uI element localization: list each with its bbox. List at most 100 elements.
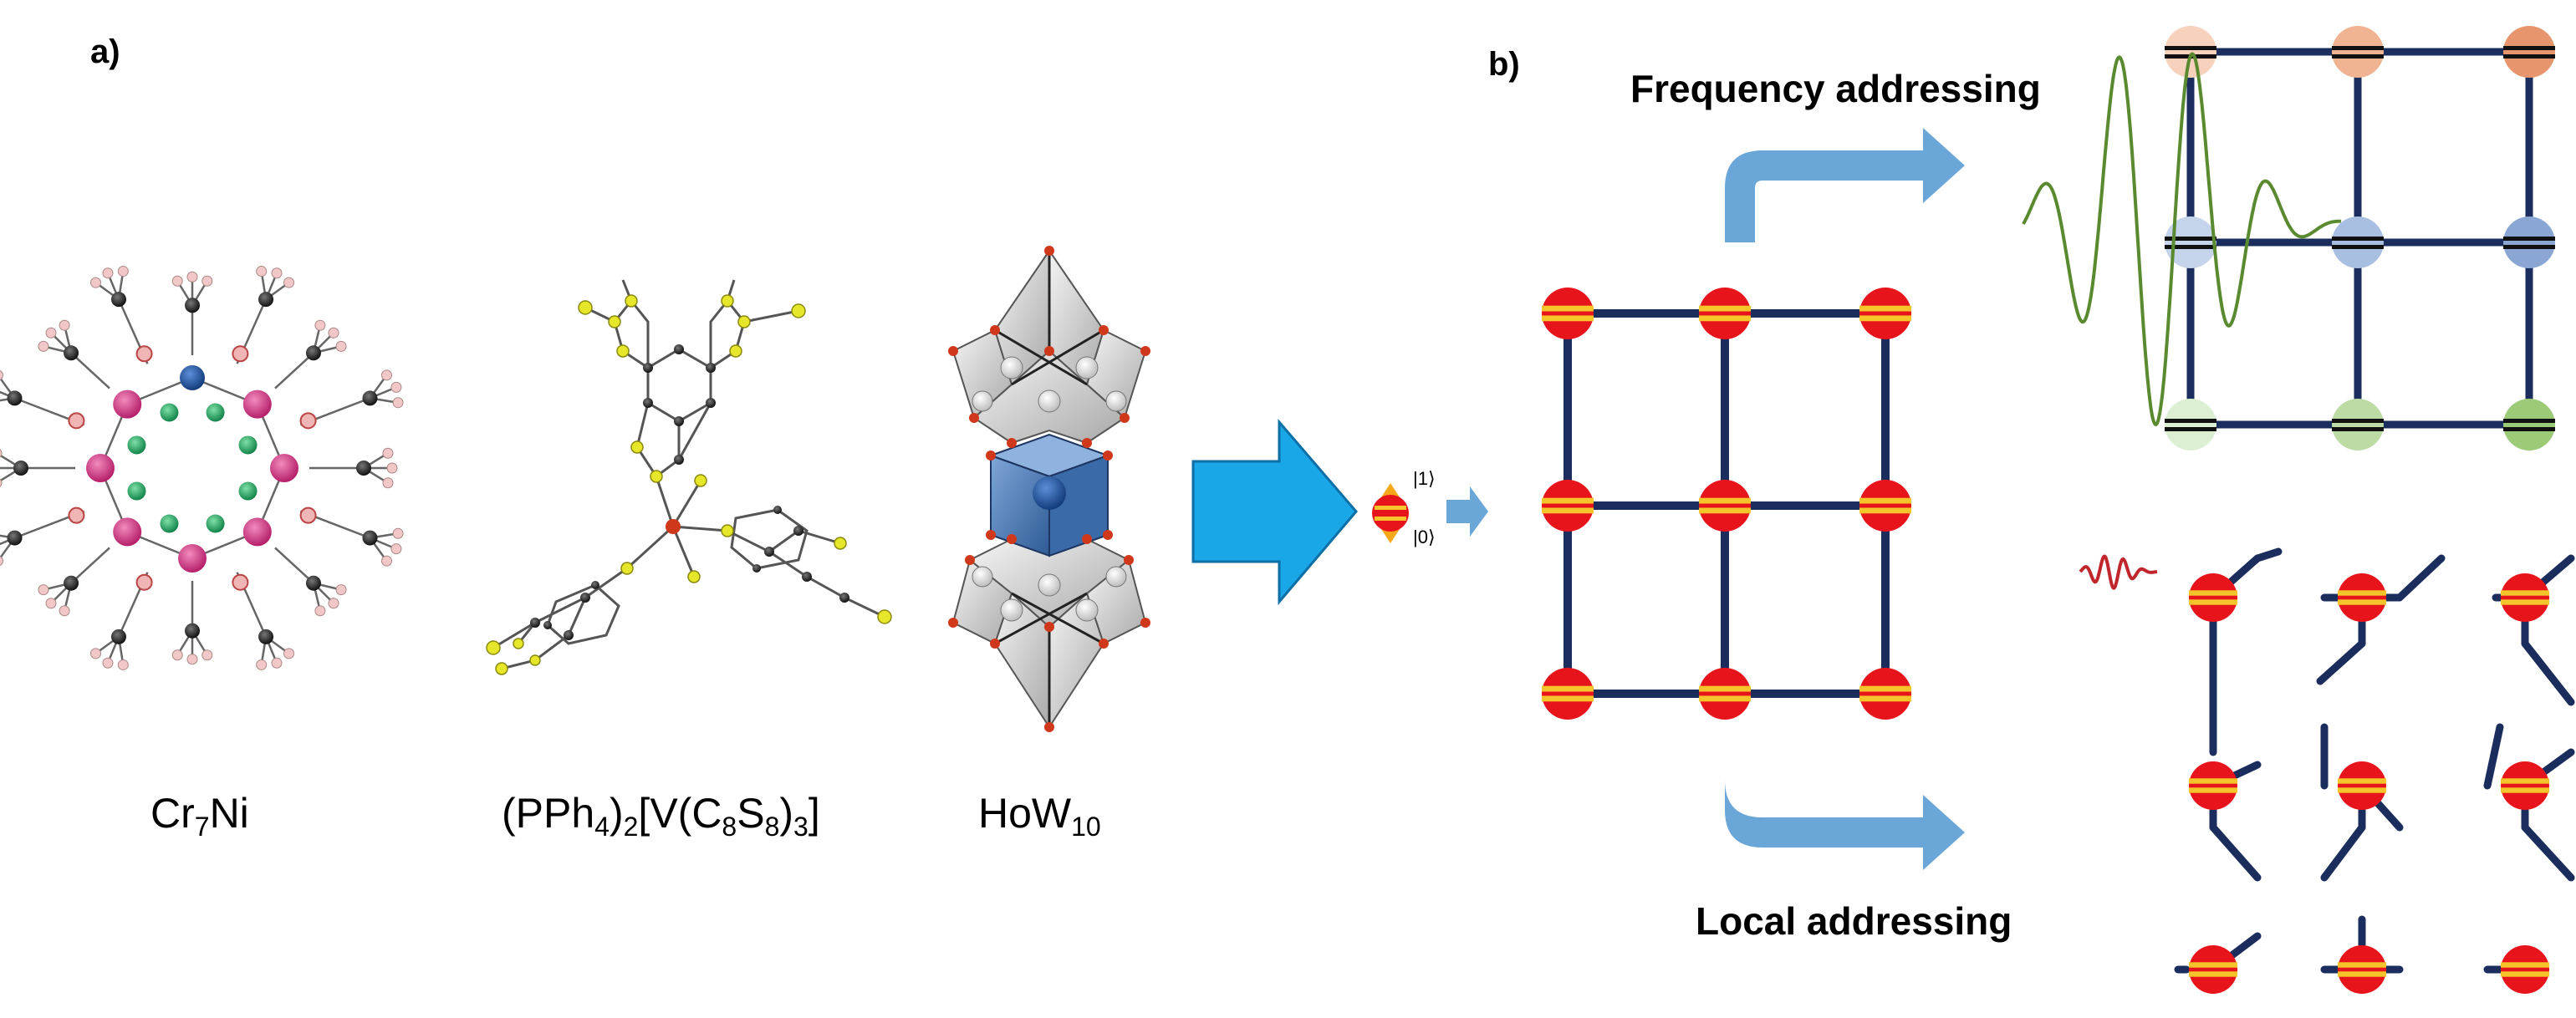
carbon-atom [185, 623, 200, 639]
molecule-name-how10: HoW10 [978, 790, 1101, 842]
hydrogen-atom [89, 277, 101, 288]
hydrogen-atom [392, 397, 404, 409]
small-right-arrow-icon [1446, 486, 1488, 537]
panel-b-label: b) [1488, 46, 1520, 83]
carbon-atom [13, 461, 28, 476]
frequency-qubit-node [2165, 26, 2216, 78]
hydrogen-atom [38, 340, 49, 352]
fluorine-atom [160, 514, 179, 533]
hydrogen-atom [335, 584, 347, 596]
hydrogen-atom [0, 556, 4, 567]
local-lattice [2174, 547, 2575, 994]
frequency-qubit-node [2503, 26, 2555, 78]
carbon-atom [258, 629, 274, 644]
oxygen-atom [299, 506, 317, 524]
hydrogen-atom [382, 477, 394, 489]
hydrogen-atom [380, 555, 392, 567]
hydrogen-atom [382, 447, 394, 459]
hydrogen-atom [102, 657, 114, 669]
oxygen-atom [135, 345, 153, 363]
hydrogen-atom [328, 598, 339, 609]
frequency-qubit-node [2165, 399, 2216, 450]
qubit-node [2189, 761, 2237, 810]
qubit-node [1699, 480, 1751, 532]
carbon-atom [110, 292, 126, 308]
hydrogen-atom [390, 543, 402, 555]
hydrogen-atom [201, 275, 213, 287]
qubit-node [2501, 945, 2549, 994]
carbon-atom [64, 345, 79, 361]
fluorine-atom [206, 403, 225, 422]
molecule-name-cr7ni: Cr7Ni [150, 790, 249, 842]
frequency-bent-arrow-icon [1725, 128, 1965, 242]
hydrogen-atom [392, 527, 404, 539]
carbon-atom [305, 345, 321, 361]
hydrogen-atom [171, 275, 183, 287]
qubit-node [1859, 480, 1911, 532]
fluorine-atom [127, 481, 146, 501]
qubit-state-upper: |1⟩ [1413, 468, 1436, 489]
hydrogen-atom [335, 340, 347, 352]
hydrogen-atom [45, 598, 57, 609]
hydrogen-atom [283, 277, 295, 288]
oxygen-atom [232, 573, 249, 591]
qubit-node [1542, 668, 1594, 720]
hydrogen-atom [59, 605, 70, 617]
qubit-node [1542, 288, 1594, 339]
fluorine-atom [127, 435, 146, 455]
hydrogen-atom [314, 319, 326, 331]
frequency-qubit-node [2165, 216, 2216, 268]
hydrogen-atom [0, 478, 3, 487]
carbon-atom [185, 298, 200, 313]
chromium-atom [270, 454, 298, 482]
carbon-atom [7, 390, 23, 406]
vanadium-dithiolene-molecule [486, 279, 892, 675]
fluorine-atom [238, 481, 258, 501]
qubit-node [1859, 668, 1911, 720]
oxygen-atom [299, 412, 317, 430]
polyoxometalate-molecule [948, 246, 1150, 732]
qubit-node [2501, 761, 2549, 810]
qubit-state-lower: |0⟩ [1413, 527, 1436, 547]
laser-pulse-icon [2079, 554, 2158, 590]
chromium-atom [242, 517, 272, 547]
panel-a-label: a) [90, 33, 120, 70]
qubit-node [2338, 761, 2386, 810]
oxygen-atom [232, 345, 249, 363]
local-bent-arrow-icon [1725, 734, 1965, 870]
oxygen-atom [68, 506, 85, 524]
qubit-node [2338, 573, 2386, 622]
chromium-atom [113, 517, 142, 547]
hydrogen-atom [314, 605, 326, 617]
hydrogen-atom [117, 659, 129, 670]
hydrogen-atom [283, 648, 295, 659]
microwave-wave [2022, 52, 2342, 427]
fluorine-atom [206, 514, 225, 533]
hydrogen-atom [102, 267, 114, 279]
carbon-atom [64, 575, 79, 591]
qubit-lattice [1542, 288, 1911, 720]
frequency-lattice [2165, 26, 2555, 450]
hydrogen-atom [186, 654, 198, 665]
big-right-arrow-icon [1191, 418, 1358, 606]
hydrogen-atom [328, 327, 339, 338]
hydrogen-atom [271, 657, 283, 669]
hydrogen-atom [201, 649, 213, 661]
carbon-atom [362, 390, 378, 406]
chromium-atom [113, 389, 142, 419]
cr7ni-tail: Ni [210, 790, 249, 837]
qubit-node [2501, 573, 2549, 622]
qubit-icon [1372, 483, 1409, 543]
hydrogen-atom [0, 449, 3, 458]
qubit-node [1542, 480, 1594, 532]
qubit-node [1699, 288, 1751, 339]
chromium-atom [242, 389, 272, 419]
cr7ni-sub: 7 [195, 812, 210, 842]
hydrogen-atom [256, 659, 268, 670]
frequency-qubit-node [2332, 216, 2384, 268]
frequency-qubit-node [2332, 26, 2384, 78]
qubit-node [2189, 945, 2237, 994]
hydrogen-atom [0, 369, 4, 380]
cr7ni-main: Cr [150, 790, 195, 837]
frequency-qubit-node [2503, 399, 2555, 450]
